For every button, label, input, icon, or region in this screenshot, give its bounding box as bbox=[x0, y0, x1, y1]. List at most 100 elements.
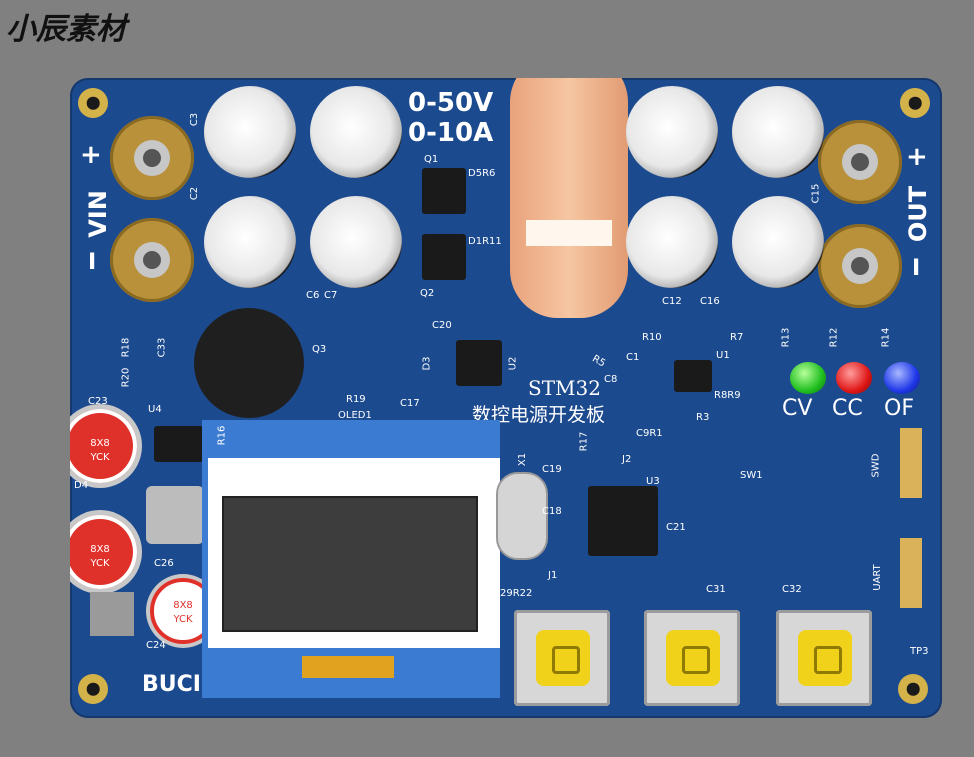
vin-minus-sign: I bbox=[88, 250, 97, 275]
ref-u4: U4 bbox=[148, 404, 162, 415]
ref-x1: X1 bbox=[517, 452, 529, 467]
ref-c9r1: C9R1 bbox=[636, 428, 663, 439]
ref-c17: C17 bbox=[400, 398, 420, 409]
regulator bbox=[90, 592, 134, 636]
ref-29r22: 29R22 bbox=[500, 588, 533, 599]
inductor-copper-band bbox=[526, 220, 612, 246]
inductor-small bbox=[146, 486, 204, 544]
ref-c2: C2 bbox=[189, 186, 201, 201]
led-cc-red bbox=[836, 362, 872, 394]
ic-u4 bbox=[154, 426, 204, 462]
label-tp3: TP3 bbox=[910, 646, 929, 657]
spec-voltage: 0-50V bbox=[408, 88, 494, 118]
pcb-board: + VIN I + OUT I C3 C2 C6 C7 0-50V 0-10A … bbox=[70, 78, 942, 718]
vin-plus-sign: + bbox=[80, 140, 102, 170]
ref-j1: J1 bbox=[548, 570, 558, 581]
ref-r14: R14 bbox=[880, 327, 892, 348]
ref-r13: R13 bbox=[780, 327, 792, 348]
ref-c23: C23 bbox=[88, 396, 108, 407]
ref-c33: C33 bbox=[156, 337, 168, 358]
push-button-3-cap bbox=[798, 630, 852, 686]
ref-c6: C6 bbox=[306, 290, 320, 301]
ref-c20: C20 bbox=[432, 320, 452, 331]
buck-label: BUCI bbox=[142, 672, 201, 697]
out-minus-terminal bbox=[818, 224, 902, 308]
ref-sw1: SW1 bbox=[740, 470, 763, 481]
spec-current: 0-10A bbox=[408, 118, 494, 148]
toroid-inductor bbox=[510, 78, 628, 318]
ecap-mid-size: 8X8 bbox=[90, 544, 110, 555]
cap-c-top2 bbox=[310, 86, 402, 178]
ref-r5: R5 bbox=[590, 353, 608, 370]
ref-j2: J2 bbox=[622, 454, 632, 465]
out-plus-sign: + bbox=[906, 142, 928, 172]
ref-c19: C19 bbox=[542, 464, 562, 475]
ref-c31: C31 bbox=[706, 584, 726, 595]
ref-u1: U1 bbox=[716, 350, 730, 361]
ic-u1 bbox=[674, 360, 712, 392]
ref-c8: C8 bbox=[604, 374, 618, 385]
ref-r19: R19 bbox=[346, 394, 366, 405]
ref-r12: R12 bbox=[828, 327, 840, 348]
vin-minus-terminal bbox=[110, 218, 194, 302]
led-cv-green bbox=[790, 362, 826, 394]
ecap-c23-size: 8X8 bbox=[90, 438, 110, 449]
ref-r8r9: R8R9 bbox=[714, 390, 741, 401]
ref-c7: C7 bbox=[324, 290, 338, 301]
vin-plus-terminal bbox=[110, 116, 194, 200]
ref-q3: Q3 bbox=[312, 344, 327, 355]
mcu-u3 bbox=[588, 486, 658, 556]
ref-d3: D3 bbox=[421, 356, 433, 371]
ref-q2: Q2 bbox=[420, 288, 435, 299]
ecap-c24-size: 8X8 bbox=[173, 600, 193, 611]
ref-r3: R3 bbox=[696, 412, 710, 423]
buzzer bbox=[194, 308, 304, 418]
ref-r16: R16 bbox=[216, 425, 228, 446]
mosfet-q1 bbox=[422, 168, 466, 214]
mosfet-q2 bbox=[422, 234, 466, 280]
cap-c6 bbox=[204, 196, 296, 288]
push-button-3[interactable] bbox=[776, 610, 872, 706]
ref-r10: R10 bbox=[642, 332, 662, 343]
ref-c16: C16 bbox=[700, 296, 720, 307]
ref-c12: C12 bbox=[662, 296, 682, 307]
uart-header bbox=[900, 538, 922, 608]
out-minus-sign: I bbox=[912, 256, 921, 281]
label-uart: UART bbox=[871, 564, 883, 591]
ref-c1: C1 bbox=[626, 352, 640, 363]
ecap-mid: 8X8 YCK bbox=[70, 510, 142, 594]
ecap-mid-brand: YCK bbox=[90, 558, 110, 569]
board-title-cn: 数控电源开发板 bbox=[472, 404, 606, 426]
out-label: OUT bbox=[904, 185, 933, 243]
mount-hole-bl bbox=[78, 674, 108, 704]
ref-c18: C18 bbox=[542, 506, 562, 517]
ic-u2 bbox=[456, 340, 502, 386]
ref-oled1: OLED1 bbox=[338, 410, 372, 421]
cap-c7 bbox=[310, 196, 402, 288]
ref-c26: C26 bbox=[154, 558, 174, 569]
push-button-2[interactable] bbox=[644, 610, 740, 706]
board-title-en: STM32 bbox=[528, 376, 601, 400]
swd-header bbox=[900, 428, 922, 498]
ecap-c24-brand: YCK bbox=[173, 614, 193, 625]
label-swd: SWD bbox=[870, 453, 882, 478]
ref-u2: U2 bbox=[507, 356, 519, 371]
push-button-1-cap bbox=[536, 630, 590, 686]
ref-c15: C15 bbox=[810, 183, 822, 204]
push-button-1[interactable] bbox=[514, 610, 610, 706]
ref-c32: C32 bbox=[782, 584, 802, 595]
ref-r7: R7 bbox=[730, 332, 744, 343]
mount-hole-tl bbox=[78, 88, 108, 118]
led-of-blue bbox=[884, 362, 920, 394]
cap-c16a bbox=[626, 196, 718, 288]
ref-c24: C24 bbox=[146, 640, 166, 651]
ref-c3: C3 bbox=[189, 112, 201, 127]
ref-u3: U3 bbox=[646, 476, 660, 487]
ref-r17: R17 bbox=[578, 431, 590, 452]
ref-r18: R18 bbox=[120, 337, 132, 358]
oled-screen bbox=[222, 496, 478, 632]
vin-label: VIN bbox=[83, 190, 112, 238]
label-cv: CV bbox=[782, 396, 813, 421]
label-cc: CC bbox=[832, 396, 863, 421]
ref-q1: Q1 bbox=[424, 154, 439, 165]
